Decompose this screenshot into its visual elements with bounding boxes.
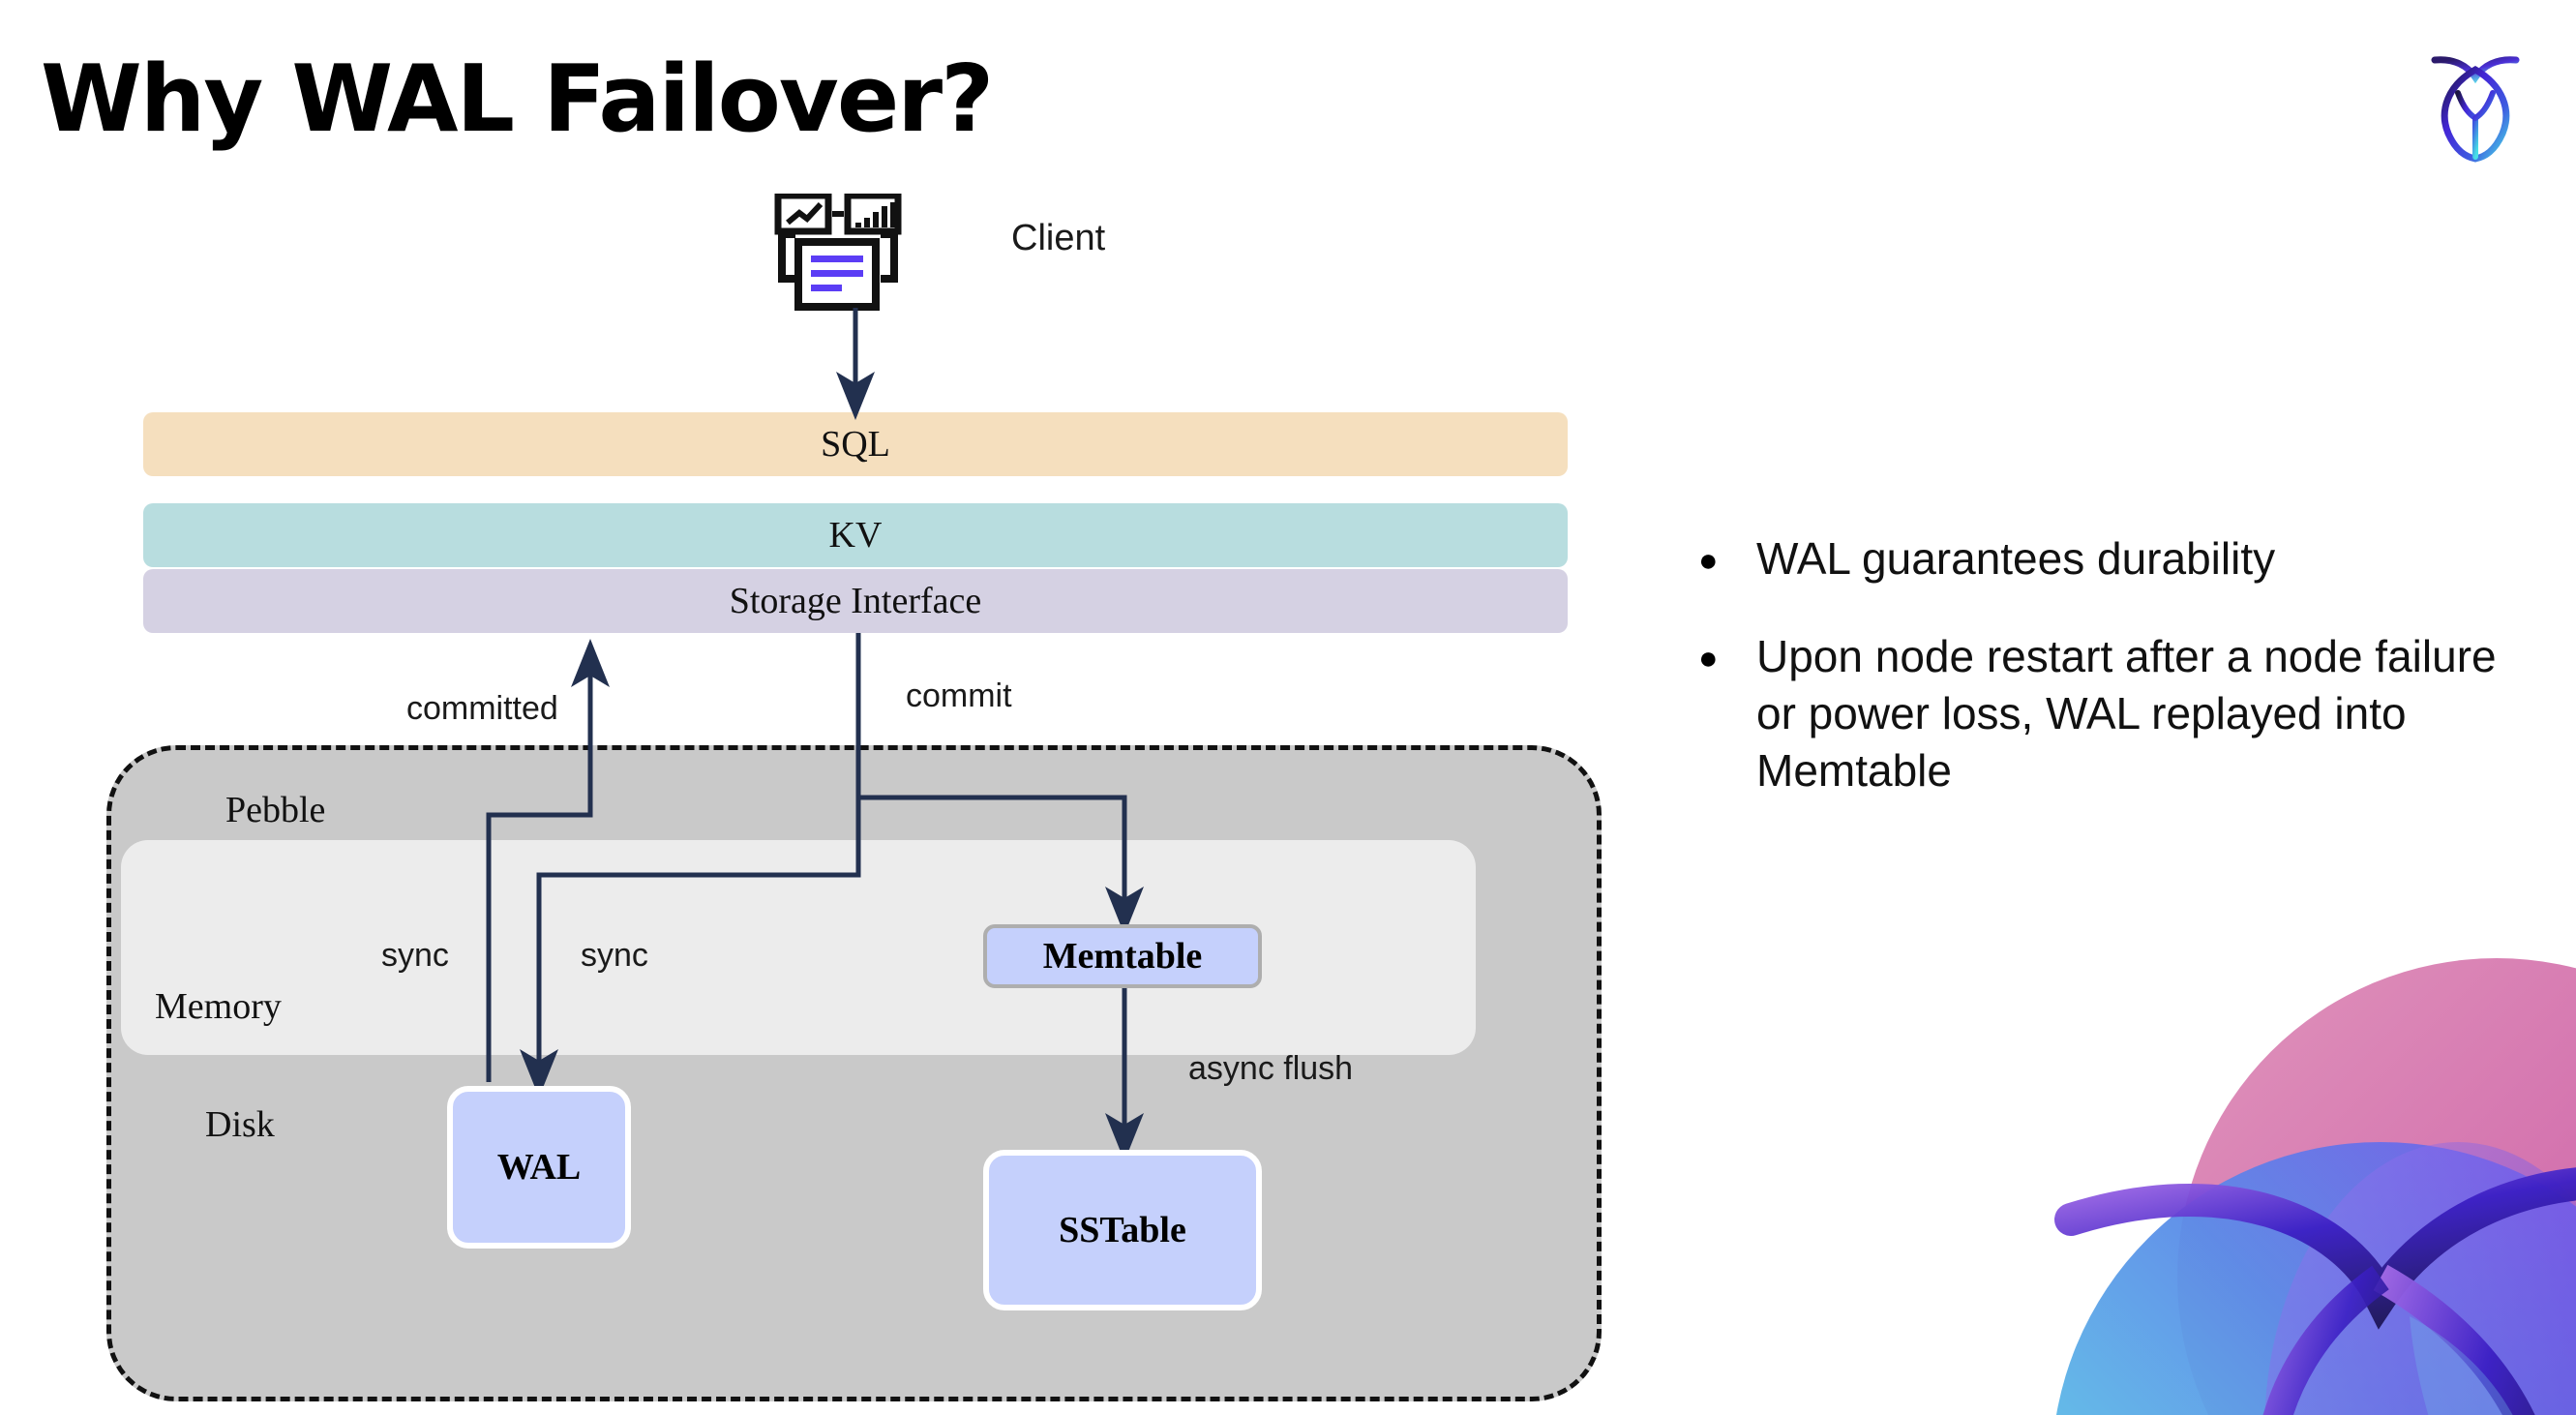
node-memtable[interactable]: Memtable [983,924,1262,988]
node-label-memtable: Memtable [1042,936,1203,977]
node-sstable[interactable]: SSTable [983,1150,1262,1310]
node-label-wal: WAL [496,1147,582,1188]
client-label: Client [1011,218,1106,258]
memory-label: Memory [155,986,282,1027]
client-dashboard-icon [774,192,929,315]
list-item: ● WAL guarantees durability [1698,530,2501,587]
layer-bar-kv: KV [143,503,1568,567]
architecture-diagram: Client SQL KV Storage Interface Pebble M… [106,192,1602,1401]
node-label-sstable: SSTable [1059,1210,1186,1250]
cockroachdb-decorative-logo-icon [1955,929,2576,1415]
bullet-list: ● WAL guarantees durability ● Upon node … [1698,530,2501,840]
layer-label-kv: KV [828,515,883,556]
bullet-text: WAL guarantees durability [1756,533,2276,584]
edge-label-committed: committed [406,690,558,727]
layer-bar-storage-interface: Storage Interface [143,569,1568,633]
edge-label-commit: commit [906,677,1012,714]
edge-label-async-flush: async flush [1188,1050,1354,1087]
layer-label-storage-interface: Storage Interface [729,581,982,621]
edge-label-sync-up: sync [381,937,449,974]
bullet-text: Upon node restart after a node failure o… [1756,630,2497,796]
bullet-marker-icon: ● [1698,542,1719,579]
memory-zone [121,840,1476,1055]
node-wal[interactable]: WAL [447,1086,631,1249]
edge-label-sync-down: sync [581,937,648,974]
layer-bar-sql: SQL [143,412,1568,476]
bullet-marker-icon: ● [1698,639,1719,677]
disk-label: Disk [205,1104,275,1145]
page-title: Why WAL Failover? [41,46,994,153]
layer-label-sql: SQL [821,424,890,465]
pebble-label: Pebble [225,790,326,830]
list-item: ● Upon node restart after a node failure… [1698,628,2501,799]
cockroachdb-logo-icon [2408,35,2543,170]
